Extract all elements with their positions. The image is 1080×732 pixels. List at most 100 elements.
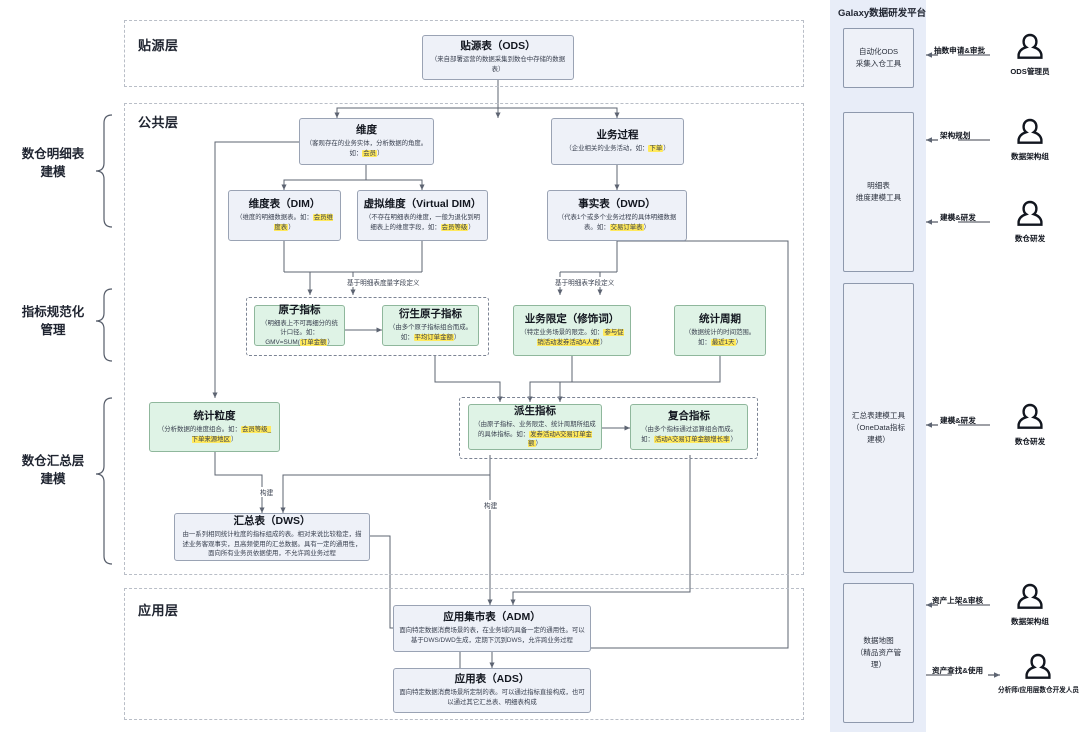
relation-label-asset-review: 资产上架&审核 [932,596,984,605]
node-dws-table-title: 汇总表（DWS） [233,515,311,528]
node-stat-period[interactable]: 统计周期 （数据统计的时间范围。如：最近1天） [674,305,766,356]
node-dim-table[interactable]: 维度表（DIM） （维度的明细数据表。如：会员维度表） [228,190,341,241]
layer-title-app: 应用层 [138,603,179,618]
node-virtual-dim-title: 虚拟维度（Virtual DIM） [363,198,482,211]
node-business-limit-title: 业务限定（修饰词） [524,313,620,326]
node-atomic-indicator[interactable]: 原子指标 （明细表上不可再细分的统计口径。如：GMV=SUM(订单金额） [254,303,345,346]
node-dimension[interactable]: 维度 （客观存在的业务实体，分析数据的角度。如：会员） [299,118,434,165]
layer-title-common: 公共层 [138,115,179,130]
tool-summary-modeling[interactable]: 汇总表建模工具（OneData指标建模） [843,283,914,573]
group-derived-indicators [459,397,758,459]
layer-title-ods: 贴源层 [138,38,179,53]
actor-dw-dev-1: 数仓研发 [998,199,1062,244]
node-ods-desc: （来自部署运营的数据采集到数仓中存储的数据表） [430,56,566,74]
actor-data-arch-team-1: 数据架构组 [998,117,1062,162]
person-icon [1017,403,1043,429]
node-business-limit-desc: （特定业务场景的限定。如：参与促销活动发券活动A人群） [520,329,624,347]
node-virtual-dim[interactable]: 虚拟维度（Virtual DIM） （不存在明细表的维度，一般为退化到明细表上的… [357,190,488,241]
actor-analyst-app-dev: 分析师/应用层数仓开发人员 [998,652,1079,696]
tool-summary-modeling-label: 汇总表建模工具（OneData指标建模） [851,411,906,444]
node-dwd-table-title: 事实表（DWD） [578,198,656,211]
node-dws-table[interactable]: 汇总表（DWS） 由一系列相同统计粒度的指标组成的表。相对来说比较稳定，描述业务… [174,513,370,561]
person-icon [1017,200,1043,226]
node-stat-period-desc: （数据统计的时间范围。如：最近1天） [684,329,756,347]
node-ads-table[interactable]: 应用表（ADS） 面向特定数据消费场景所定制的表。可以通过指标直接构成，也可以通… [393,668,591,713]
actor-dw-dev-2-name: 数仓研发 [1014,437,1046,446]
node-adm-table[interactable]: 应用集市表（ADM） 面向特定数据消费场景的表，在业务域内具备一定的通用性。可以… [393,605,591,652]
node-atomic-indicator-desc: （明细表上不可再细分的统计口径。如：GMV=SUM(订单金额） [261,319,338,346]
group-atomic-indicators [246,297,489,356]
relation-label-model-dev-2: 建模&研发 [940,416,976,425]
tool-data-map[interactable]: 数据地图（精品资产管理） [843,583,914,723]
relation-label-ods-approval: 抽数申请&审批 [934,46,986,55]
node-ods[interactable]: 贴源表（ODS） （来自部署运营的数据采集到数仓中存储的数据表） [422,35,574,80]
left-group-label-summary: 数仓汇总层建模 [21,454,85,487]
edge-label-detail-field: 基于明细表字段定义 [553,277,617,287]
node-composite-indicator-title: 复合指标 [668,409,710,422]
highlight-text: 活动A交易订单金额增长率 [653,435,731,443]
node-adm-table-desc: 面向特定数据消费场景的表，在业务域内具备一定的通用性。可以基于DWS/DWD生成… [399,627,585,645]
highlight-text: 下单 [648,145,664,153]
node-business-process[interactable]: 业务过程 （企业相关的业务活动，如：下单） [551,118,684,165]
galaxy-platform-title: Galaxy数据研发平台 [838,8,927,19]
node-derived-indicator[interactable]: 派生指标 （由原子指标、业务限定、统计周期所组成的具体指标。如：发券活动A交易订… [468,404,602,450]
node-business-process-title: 业务过程 [596,129,639,142]
node-dim-table-title: 维度表（DIM） [248,198,321,211]
layer-box-ods [124,20,804,87]
layer-box-app [124,588,804,720]
node-virtual-dim-desc: （不存在明细表的维度，一般为退化到明细表上的维度字段，如：会员等级） [364,214,481,232]
relation-label-arch-plan: 架构规划 [940,131,971,140]
node-dwd-table[interactable]: 事实表（DWD） （代表1个或多个业务过程的具体明细数据表。如：交易订单表） [547,190,687,241]
highlight-text: 平均订单金额 [413,334,454,342]
node-business-process-desc: （企业相关的业务活动，如：下单） [565,145,670,153]
person-icon [1017,33,1043,59]
highlight-text: 最近1天 [710,339,736,347]
edge-label-build-right: 构建 [482,500,500,510]
actor-analyst-app-dev-name: 分析师/应用层数仓开发人员 [998,687,1079,694]
person-icon [1017,118,1043,144]
node-ods-title: 贴源表（ODS） [460,40,536,53]
node-stat-period-title: 统计周期 [699,313,741,326]
highlight-text: 会员 [362,150,378,158]
actor-data-arch-team-2: 数据架构组 [998,582,1062,627]
layer-box-common [124,103,804,575]
node-atomic-indicator-title: 原子指标 [278,303,321,316]
node-dim-table-desc: （维度的明细数据表。如：会员维度表） [236,214,333,232]
actor-dw-dev-2: 数仓研发 [998,402,1062,447]
node-dwd-table-desc: （代表1个或多个业务过程的具体明细数据表。如：交易订单表） [557,214,677,232]
tool-data-map-label: 数据地图（精品资产管理） [855,636,902,669]
edge-label-metric-field: 基于明细表度量字段定义 [345,277,422,287]
relation-label-asset-use: 资产查找&使用 [932,666,984,675]
actor-data-arch-team-2-name: 数据架构组 [1011,617,1049,626]
left-group-label-detail: 数仓明细表建模 [21,147,85,180]
node-derived-atomic-indicator-title: 衍生原子指标 [399,308,462,321]
node-ads-table-desc: 面向特定数据消费场景所定制的表。可以通过指标直接构成，也可以通过其它汇总表、明细… [399,689,585,707]
node-dws-table-desc: 由一系列相同统计粒度的指标组成的表。相对来说比较稳定，描述业务客观事实，且高频使… [182,531,362,558]
node-composite-indicator-desc: （由多个指标通过运算组合而成。如：活动A交易订单金额增长率） [641,425,737,443]
left-group-label-indicator: 指标规范化管理 [21,305,85,338]
node-dimension-title: 维度 [356,124,377,137]
tool-detail-modeling[interactable]: 明细表维度建模工具 [843,112,914,272]
node-derived-indicator-desc: （由原子指标、业务限定、统计周期所组成的具体指标。如：发券活动A交易订单金额） [474,421,596,448]
node-stat-granularity-title: 统计粒度 [193,409,236,422]
node-dimension-desc: （客观存在的业务实体，分析数据的角度。如：会员） [305,140,428,158]
node-derived-atomic-indicator-desc: （由多个原子指标组合而成。如：平均订单金额） [388,324,473,342]
relation-label-model-dev-1: 建模&研发 [940,213,976,222]
node-derived-atomic-indicator[interactable]: 衍生原子指标 （由多个原子指标组合而成。如：平均订单金额） [382,305,479,346]
person-icon [1017,583,1043,609]
node-stat-granularity-desc: （分析数据的维度组合。如：会员等级_下单来源地区） [157,425,272,443]
highlight-text: 会员等级 [440,224,469,232]
person-icon [1025,653,1051,679]
actor-data-arch-team-1-name: 数据架构组 [1011,152,1049,161]
node-composite-indicator[interactable]: 复合指标 （由多个指标通过运算组合而成。如：活动A交易订单金额增长率） [630,404,748,450]
node-business-limit[interactable]: 业务限定（修饰词） （特定业务场景的限定。如：参与促销活动发券活动A人群） [513,305,631,356]
node-stat-granularity[interactable]: 统计粒度 （分析数据的维度组合。如：会员等级_下单来源地区） [149,402,280,452]
node-derived-indicator-title: 派生指标 [514,405,556,418]
node-ads-table-title: 应用表（ADS） [454,673,530,686]
edge-label-build-left: 构建 [258,487,276,497]
highlight-text: 订单金额 [299,338,328,346]
tool-detail-modeling-label: 明细表维度建模工具 [855,181,902,202]
node-adm-table-title: 应用集市表（ADM） [443,611,541,624]
